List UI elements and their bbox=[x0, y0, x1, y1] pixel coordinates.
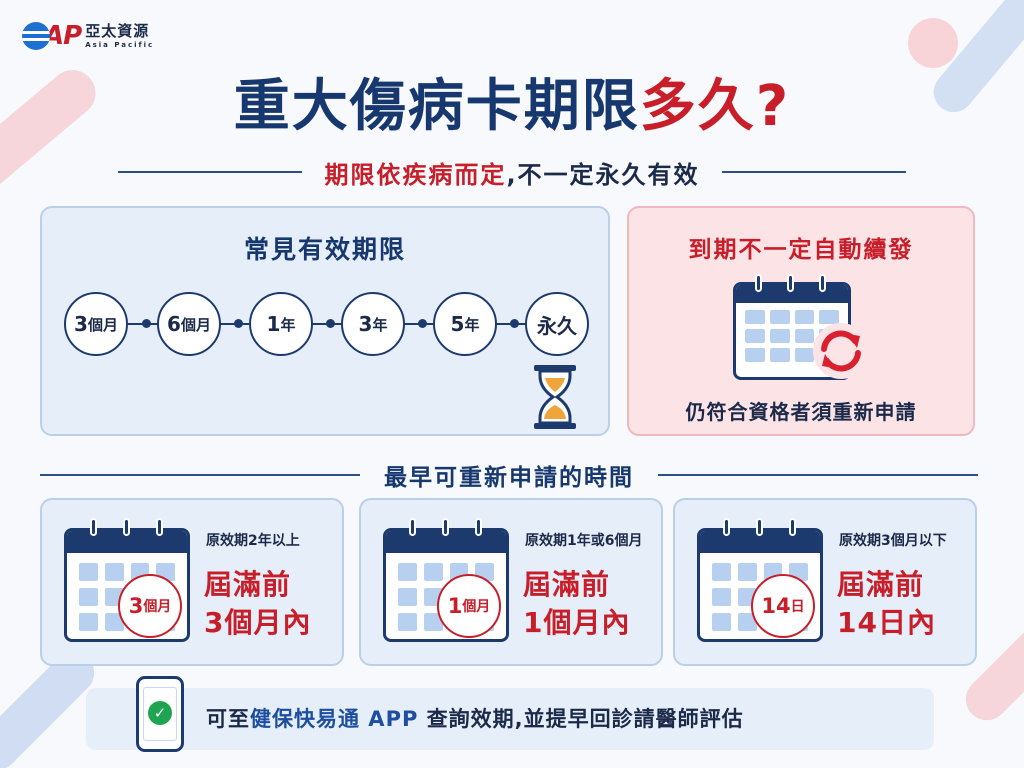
footer-bar bbox=[86, 688, 934, 750]
reapply-section-header: 最早可重新申請的時間 bbox=[40, 458, 978, 492]
logo-name-cn: 亞太資源 bbox=[85, 21, 150, 40]
deadline-line1: 屆滿前 bbox=[523, 568, 611, 601]
globe-icon bbox=[22, 22, 50, 50]
period-unit: 個月 bbox=[87, 315, 118, 334]
decorative-circle bbox=[908, 18, 958, 68]
deadline-line2: 3個月內 bbox=[204, 606, 312, 639]
badge-unit: 個月 bbox=[143, 599, 172, 615]
timeline-dot bbox=[510, 319, 519, 328]
timeline-dot bbox=[234, 319, 243, 328]
period-num: 6 bbox=[167, 312, 181, 336]
badge-num: 1 bbox=[447, 594, 463, 618]
period-permanent: 永久 bbox=[525, 292, 589, 356]
period-num: 5 bbox=[450, 312, 465, 336]
badge-unit: 日 bbox=[790, 599, 805, 615]
card-deadline: 屆滿前 14日內 bbox=[837, 566, 936, 642]
logo-mark: AP bbox=[44, 21, 82, 51]
period-unit: 年 bbox=[464, 315, 480, 334]
badge-unit: 個月 bbox=[462, 599, 491, 615]
divider bbox=[40, 474, 360, 476]
deadline-line2: 1個月內 bbox=[523, 606, 631, 639]
timeline-dot bbox=[142, 319, 151, 328]
divider bbox=[118, 171, 303, 173]
section-title: 最早可重新申請的時間 bbox=[384, 465, 634, 491]
card-condition: 原效期1年或6個月 bbox=[525, 533, 643, 549]
period-unit: 個月 bbox=[180, 315, 211, 334]
footer-text-2: 查詢效期,並提早回診請醫師評估 bbox=[418, 707, 744, 731]
panel-title: 常見有效期限 bbox=[243, 235, 406, 264]
subtitle-row: 期限依疾病而定,不一定永久有效 bbox=[118, 152, 906, 192]
footer-text-1: 可至 bbox=[206, 707, 250, 731]
footer-app-name: 健保快易通 APP bbox=[250, 707, 419, 731]
refresh-icon bbox=[813, 323, 869, 379]
title-main: 重大傷病卡期限 bbox=[233, 74, 640, 139]
badge-num: 3 bbox=[128, 594, 144, 618]
divider bbox=[721, 171, 906, 173]
period-unit: 年 bbox=[280, 315, 296, 334]
panel-title: 到期不一定自動續發 bbox=[688, 237, 914, 263]
footer-text: 可至健保快易通 APP 查詢效期,並提早回診請醫師評估 bbox=[206, 703, 744, 733]
title-question: 多久? bbox=[639, 74, 791, 139]
page-title: 重大傷病卡期限多久? bbox=[0, 72, 1024, 142]
deadline-line1: 屆滿前 bbox=[204, 568, 292, 601]
card-condition: 原效期2年以上 bbox=[206, 533, 300, 549]
badge-num: 14 bbox=[761, 594, 791, 618]
period-num: 1 bbox=[266, 312, 281, 336]
deadline-line1: 屆滿前 bbox=[837, 568, 925, 601]
timeline-dot bbox=[326, 319, 335, 328]
card-condition: 原效期3個月以下 bbox=[839, 533, 947, 549]
subtitle-highlight: 期限依疾病而定 bbox=[324, 160, 507, 189]
card-deadline: 屆滿前 3個月內 bbox=[204, 566, 311, 642]
subtitle: 期限依疾病而定,不一定永久有效 bbox=[302, 155, 721, 190]
divider bbox=[658, 474, 978, 476]
subtitle-rest: ,不一定永久有效 bbox=[506, 160, 700, 189]
period-num: 3 bbox=[358, 312, 373, 336]
period-unit: 年 bbox=[372, 315, 388, 334]
period-num: 永久 bbox=[537, 313, 577, 338]
brand-logo: AP 亞太資源 Asia Pacific bbox=[22, 16, 154, 56]
check-icon: ✓ bbox=[148, 701, 172, 725]
hourglass-icon bbox=[534, 365, 576, 429]
renewal-panel: 到期不一定自動續發 仍符合資格者須重新申請 bbox=[627, 206, 975, 436]
period-num: 3 bbox=[74, 312, 88, 336]
renewal-note: 仍符合資格者須重新申請 bbox=[685, 400, 917, 424]
deadline-line2: 14日內 bbox=[837, 606, 936, 639]
timeline-dot bbox=[418, 319, 427, 328]
phone-check-icon: ✓ bbox=[136, 676, 184, 752]
logo-name-en: Asia Pacific bbox=[85, 40, 155, 49]
card-deadline: 屆滿前 1個月內 bbox=[523, 566, 630, 642]
